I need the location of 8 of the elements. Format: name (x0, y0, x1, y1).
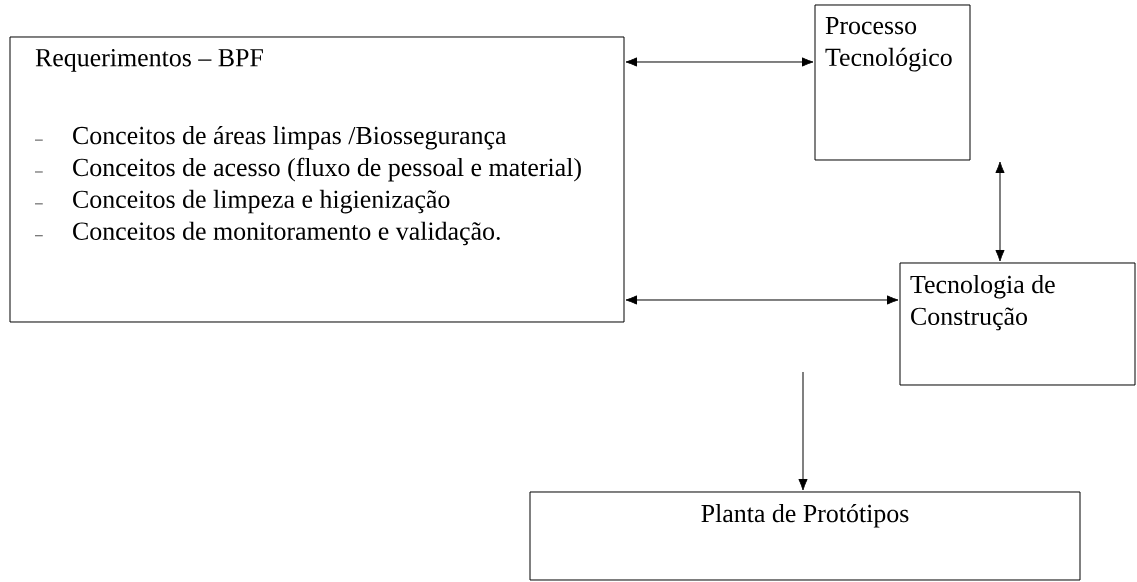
text-box: Processo Tecnológico (814, 4, 971, 161)
arrow (625, 57, 814, 67)
text-box: Planta de Protótipos (529, 491, 1081, 581)
arrow (798, 371, 808, 491)
arrow (625, 295, 899, 305)
text-box: Requerimentos – BPF Conceitos de áreas limpas /Biossegurança Conceitos de acesso (fluxo de pessoal e material) Conceitos de limpeza e higienização Conceitos de monitoramento e validação. (9, 36, 625, 323)
arrow (995, 161, 1005, 262)
text-box: Tecnologia de Construção (899, 262, 1136, 386)
